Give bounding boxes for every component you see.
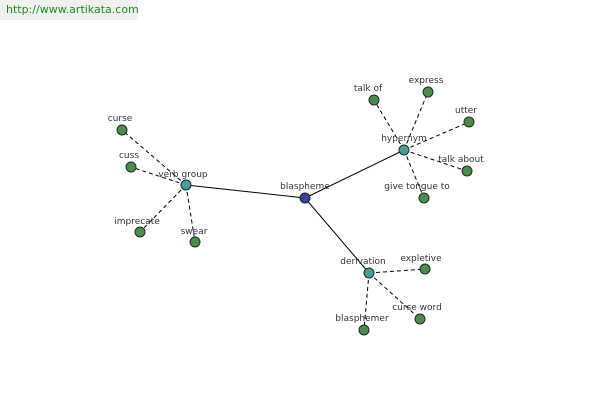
node-express[interactable]	[422, 86, 434, 98]
node-cuss[interactable]	[125, 161, 137, 173]
edge-hypernym-talk-of	[373, 99, 405, 151]
node-imprecate[interactable]	[134, 226, 146, 238]
edges	[121, 91, 470, 331]
node-curse[interactable]	[116, 124, 128, 136]
label-express: express	[409, 76, 444, 86]
label-derivation: derivation	[340, 257, 386, 267]
node-talk-of[interactable]	[368, 94, 380, 106]
edge-derivation-blasphemer	[363, 272, 370, 331]
label-swear: swear	[181, 227, 208, 237]
edge-derivation-curse-word	[368, 272, 421, 320]
label-cuss: cuss	[119, 151, 139, 161]
node-utter[interactable]	[463, 116, 475, 128]
edge-verb-group-curse	[121, 129, 187, 186]
edge-center-verb-group	[185, 184, 306, 199]
node-expletive[interactable]	[419, 263, 431, 275]
edge-verb-group-swear	[185, 184, 196, 243]
label-imprecate: imprecate	[114, 217, 160, 227]
node-hypernym[interactable]	[398, 144, 410, 156]
edge-hypernym-utter	[403, 121, 470, 151]
label-hypernym: hypernym	[381, 134, 427, 144]
label-give-tongue-to: give tongue to	[384, 182, 450, 192]
node-give-tongue-to[interactable]	[418, 192, 430, 204]
label-verb-group: verb group	[158, 170, 208, 180]
node-swear[interactable]	[189, 236, 201, 248]
nodes	[116, 86, 475, 336]
edge-hypernym-give-tongue-to	[403, 149, 425, 199]
node-curse-word[interactable]	[414, 313, 426, 325]
edge-hypernym-express	[403, 91, 429, 151]
node-derivation[interactable]	[363, 267, 375, 279]
labels: blaspheme verb group curse cuss imprecate swe…	[108, 76, 485, 324]
label-talk-of: talk of	[354, 84, 383, 94]
label-utter: utter	[455, 106, 477, 116]
label-curse: curse	[108, 114, 133, 124]
label-blaspheme: blaspheme	[280, 182, 330, 192]
edge-verb-group-cuss	[130, 166, 187, 186]
edge-verb-group-imprecate	[139, 184, 187, 233]
node-blasphemer[interactable]	[358, 324, 370, 336]
edge-center-derivation	[304, 197, 370, 274]
label-expletive: expletive	[400, 254, 442, 264]
label-blasphemer: blasphemer	[335, 314, 389, 324]
label-talk-about: talk about	[438, 155, 484, 165]
source-url[interactable]: http://www.artikata.com	[0, 0, 139, 20]
node-verb-group[interactable]	[180, 179, 192, 191]
node-blaspheme[interactable]	[299, 192, 311, 204]
node-talk-about[interactable]	[461, 165, 473, 177]
label-curse-word: curse word	[392, 303, 442, 313]
edge-center-hypernym	[304, 149, 405, 199]
edge-derivation-expletive	[368, 268, 426, 274]
